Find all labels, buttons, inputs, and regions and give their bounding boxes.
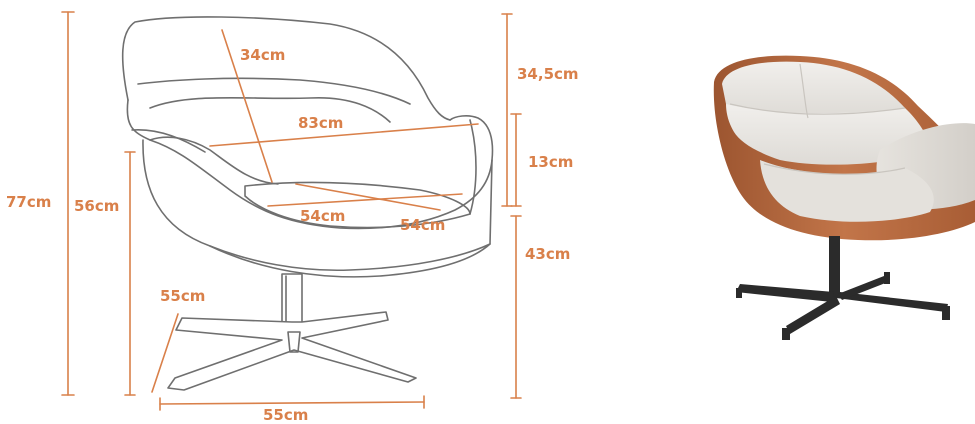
photo-star-base xyxy=(736,272,950,340)
label-total-height: 77cm xyxy=(6,193,52,211)
label-back-height: 34,5cm xyxy=(517,65,579,83)
dim-line-backrest-depth xyxy=(221,29,273,183)
label-total-width: 83cm xyxy=(298,114,344,132)
backrest-outline xyxy=(121,16,451,121)
label-arm-height: 56cm xyxy=(74,197,120,215)
label-seat-height: 43cm xyxy=(525,245,571,263)
label-armrest-height: 13cm xyxy=(528,153,574,171)
dim-line-base-depth xyxy=(151,313,179,393)
backrest-seam xyxy=(137,77,411,105)
dim-line-seat-depth xyxy=(295,183,441,211)
photo-stem xyxy=(829,236,840,298)
label-seat-depth: 54cm xyxy=(400,216,446,234)
dim-line-base-width xyxy=(159,401,425,405)
dim-line-total-width xyxy=(209,123,479,147)
label-backrest-depth: 34cm xyxy=(240,46,286,64)
star-base xyxy=(167,311,417,391)
dim-line-seat-width xyxy=(267,193,463,207)
label-base-depth: 55cm xyxy=(160,287,206,305)
label-seat-width: 54cm xyxy=(300,207,346,225)
label-base-width: 55cm xyxy=(263,406,309,424)
